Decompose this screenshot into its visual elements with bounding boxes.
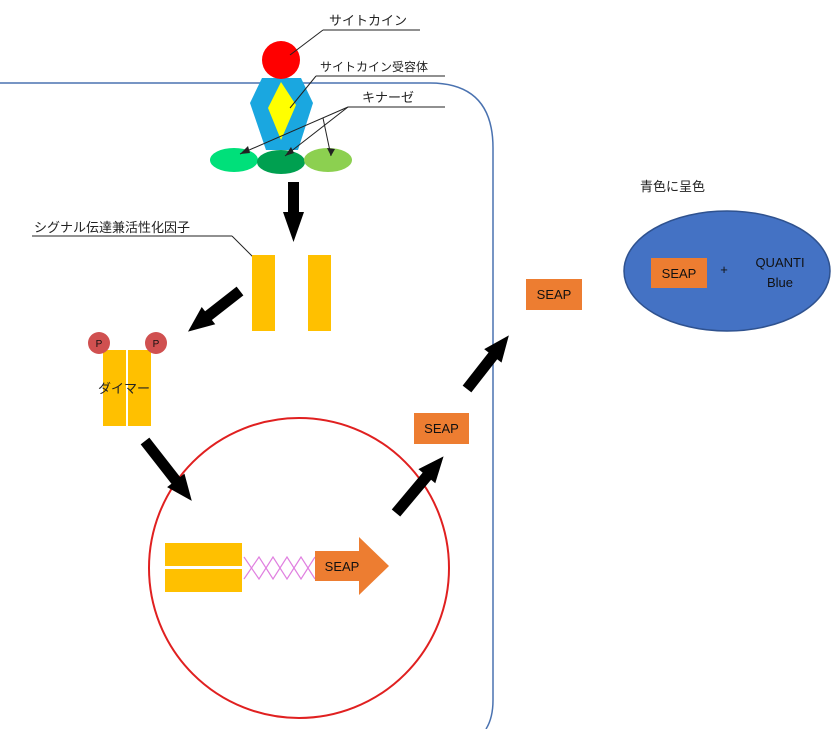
cell-membrane <box>0 82 494 729</box>
phosphate-right <box>145 332 167 354</box>
quanti-blue-reaction <box>623 210 831 332</box>
quanti-label-line2: Blue <box>767 275 793 290</box>
kinase-center <box>257 150 305 174</box>
seap-gene-label: SEAP <box>325 559 360 574</box>
arrow-secretion <box>462 335 509 393</box>
stat-dimer-bound-top <box>165 543 242 566</box>
stat-dimer-bound-bottom <box>165 569 242 592</box>
phosphate-left <box>88 332 110 354</box>
pathway-arrows <box>140 182 509 517</box>
leader-arrowheads <box>240 146 335 156</box>
phosphate-right-label: P <box>153 339 160 350</box>
seap-secreted <box>526 279 582 310</box>
dimer-label: ダイマー <box>98 382 150 397</box>
seap-secreted-label: SEAP <box>537 287 572 302</box>
color-change-label: 青色に呈色 <box>640 179 705 195</box>
phosphate-left-label: P <box>96 339 103 350</box>
arrow-nucleus-to-cytoplasm <box>391 456 444 517</box>
cytokine <box>262 41 300 79</box>
seap-gene-arrow <box>315 537 389 595</box>
seap-cytoplasm <box>414 413 469 444</box>
seap-in-reaction-label: SEAP <box>662 266 697 281</box>
seap-in-reaction <box>651 258 707 288</box>
stat-monomer-right <box>308 255 331 331</box>
kinase-right <box>304 148 352 172</box>
arrow-dimer-to-nucleus <box>140 437 192 501</box>
stat-monomer-left <box>252 255 275 331</box>
plus-sign: + <box>720 262 728 277</box>
kinase-label: キナーゼ <box>362 91 414 106</box>
receptor-label: サイトカイン受容体 <box>320 59 428 74</box>
kinase-left <box>210 148 258 172</box>
dna-helix <box>243 555 316 581</box>
stat-dimer-right <box>128 350 151 426</box>
nucleus <box>148 417 450 719</box>
cytokine-receptor <box>250 78 313 150</box>
arrow-stat-to-dimer <box>187 286 244 332</box>
cytokine-label: サイトカイン <box>329 14 407 29</box>
seap-cytoplasm-label: SEAP <box>424 421 459 436</box>
stat-dimer-left <box>103 350 126 426</box>
arrow-receptor-to-stat <box>283 182 304 242</box>
quanti-label-line1: QUANTI <box>755 255 804 270</box>
stat-label: シグナル伝達兼活性化因子 <box>34 221 190 236</box>
